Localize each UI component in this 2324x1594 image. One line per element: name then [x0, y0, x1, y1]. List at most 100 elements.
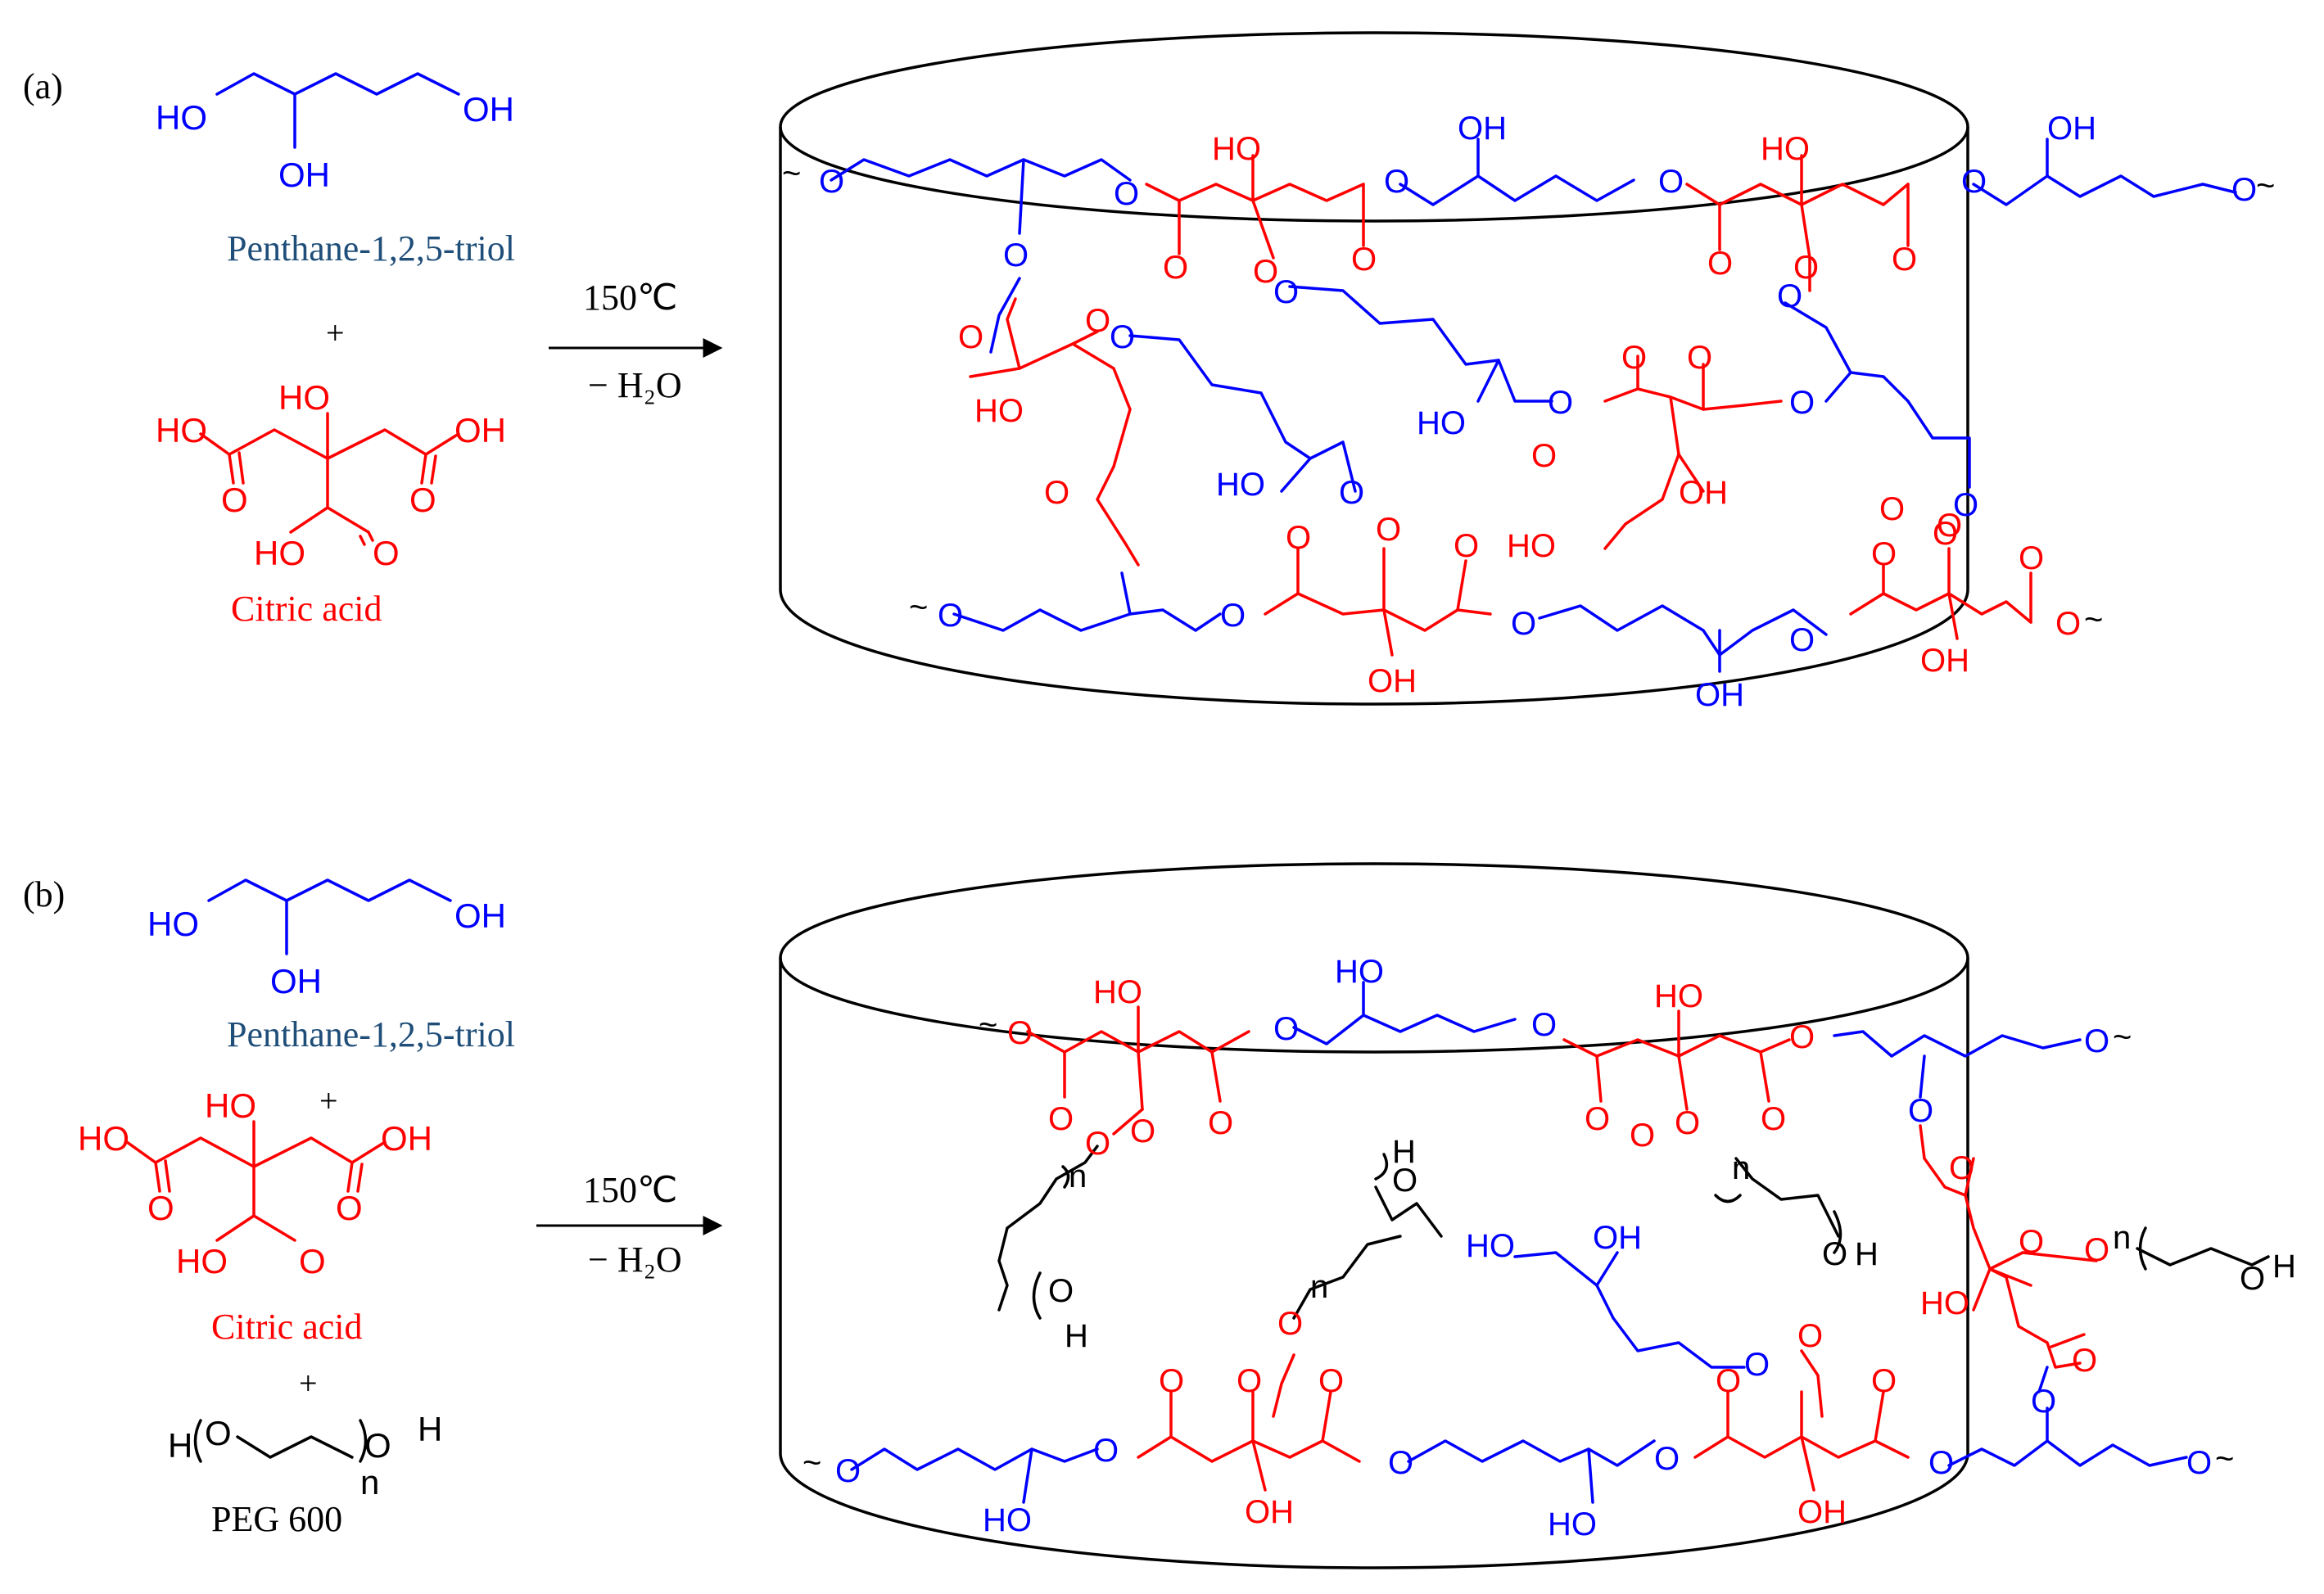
atom-b-n2: n [1310, 1269, 1328, 1305]
peg-h-left: H [168, 1426, 192, 1465]
polymer-cylinder-b [779, 862, 1969, 1569]
atom-a-o6: O [1384, 164, 1409, 200]
plus-a: + [326, 314, 345, 351]
triol-b-oh-right: OH [454, 896, 506, 935]
triol-b-name: Penthane-1,2,5-triol [227, 1014, 515, 1054]
citric-a-ho-left: HO [156, 411, 207, 449]
wave-b-4: ~ [2215, 1441, 2234, 1477]
atom-b-o11: O [1630, 1118, 1655, 1154]
atom-a-o38: O [1933, 516, 1958, 552]
atom-b-o19: O [2019, 1224, 2044, 1260]
atom-a-o4: O [1253, 254, 1278, 290]
atom-b-o10: O [1761, 1101, 1786, 1137]
atom-b-o2: O [1048, 1101, 1074, 1137]
atom-b-o30: O [1716, 1363, 1741, 1399]
atom-b-o31: O [1871, 1363, 1897, 1399]
arrow-a-byproduct: − H₂O [588, 365, 682, 405]
atom-a-o10: O [1892, 242, 1917, 278]
atom-a-o5: O [1351, 242, 1377, 278]
atom-a-o22: O [1687, 340, 1712, 376]
atom-b-o-peg4: O [2240, 1261, 2265, 1297]
atom-a-o19: O [1339, 475, 1364, 511]
atom-b-o4: O [1085, 1126, 1110, 1162]
atom-b-o-peg2: O [1392, 1163, 1417, 1199]
panel-b: (b) HO OH OH Penthane-1,2,5-triol + HO H… [23, 862, 2296, 1569]
atom-b-o8: O [1585, 1101, 1610, 1137]
citric-a-o-left: O [221, 481, 248, 519]
atom-a-o35: O [1511, 606, 1536, 642]
atom-a-o25: O [1777, 278, 1802, 314]
wave-b-3: ~ [803, 1445, 821, 1481]
atom-b-o20: O [2084, 1232, 2109, 1268]
atom-b-n3: n [1732, 1150, 1750, 1186]
atom-a-o17: O [1044, 475, 1069, 511]
wave-b-1: ~ [979, 1007, 997, 1043]
atom-b-o13: O [1908, 1093, 1933, 1129]
polymer-network-b: ~ O HO O O O O O HO O HO O O O O O O O ~… [803, 954, 2296, 1542]
atom-a-o23: O [1789, 385, 1815, 421]
atom-b-ho4: HO [1466, 1228, 1515, 1264]
atom-b-o33: O [2186, 1445, 2212, 1481]
atom-b-o16: O [1744, 1347, 1770, 1383]
atom-b-o1: O [1007, 1015, 1033, 1051]
citric-structure-b: HO HO OH O O O HO [78, 1086, 432, 1280]
citric-b-oh-right: OH [381, 1119, 432, 1158]
atom-b-o7: O [1531, 1007, 1557, 1043]
atom-b-o-peg1: O [1048, 1273, 1074, 1309]
atom-b-n4: n [2113, 1220, 2131, 1256]
peg-name: PEG 600 [211, 1499, 342, 1539]
atom-b-o15: O [1277, 1306, 1303, 1342]
atom-a-o20: O [1548, 385, 1573, 421]
atom-a-o30: O [938, 598, 963, 634]
atom-a-oh7: OH [1695, 677, 1744, 713]
citric-b-ho-bottom: HO [176, 1242, 228, 1280]
atom-a-oh6: OH [1368, 663, 1417, 699]
atom-a-o27: O [1879, 491, 1905, 527]
atom-a-oh3: HO [1761, 131, 1810, 167]
atom-b-h2: H [1392, 1134, 1416, 1170]
atom-a-o31: O [1220, 598, 1246, 634]
citric-b-o-right: O [336, 1189, 363, 1227]
atom-a-o15: O [1085, 303, 1110, 339]
atom-b-h4: H [2272, 1249, 2296, 1285]
atom-a-ho3: HO [1417, 405, 1466, 441]
atom-b-o14: O [2084, 1023, 2109, 1059]
atom-a-o33: O [1376, 512, 1401, 548]
atom-a-ho1: HO [974, 393, 1024, 429]
atom-a-oh5: OH [1679, 475, 1728, 511]
panel-a: (a) HO OH OH Penthane-1,2,5-triol + [23, 31, 2275, 713]
atom-a-o37: O [1871, 536, 1897, 572]
atom-b-h1: H [1065, 1318, 1088, 1354]
atom-b-o29: O [1654, 1441, 1680, 1477]
atom-a-o12: O [2231, 172, 2257, 208]
triol-structure-a: HO OH OH [156, 72, 514, 194]
atom-a-o3: O [1163, 250, 1188, 286]
triol-a-oh-right: OH [463, 90, 514, 129]
atom-a-ho4: HO [1507, 528, 1556, 564]
atom-b-oh8: OH [1245, 1494, 1294, 1530]
atom-a-oh8: OH [1920, 643, 1969, 679]
atom-a-o28: O [1937, 508, 1962, 544]
citric-a-ho-bottom: HO [254, 534, 305, 572]
atom-a-oh2: OH [1458, 111, 1507, 147]
atom-b-o12: O [1789, 1019, 1815, 1055]
plus-b-2: + [299, 1365, 318, 1402]
atom-a-o13: O [1003, 237, 1029, 273]
atom-a-o1: O [819, 164, 844, 200]
peg-o-left: O [205, 1414, 232, 1452]
citric-a-name: Citric acid [231, 589, 382, 629]
atom-b-o17: O [1797, 1318, 1823, 1354]
atom-b-o28: O [1388, 1445, 1413, 1481]
atom-b-oh9: OH [1797, 1494, 1847, 1530]
atom-b-o24: O [1093, 1433, 1119, 1469]
arrow-b-byproduct: − H₂O [588, 1240, 682, 1280]
wave-a-2: ~ [2256, 168, 2275, 204]
citric-a-ho-top: HO [278, 378, 330, 417]
atom-b-n1: n [1069, 1158, 1087, 1194]
wave-a-3: ~ [909, 589, 928, 625]
atom-a-o36: O [1789, 622, 1815, 658]
atom-b-o25: O [1159, 1363, 1184, 1399]
atom-b-h3: H [1855, 1236, 1879, 1272]
citric-b-ho-left: HO [78, 1119, 129, 1158]
